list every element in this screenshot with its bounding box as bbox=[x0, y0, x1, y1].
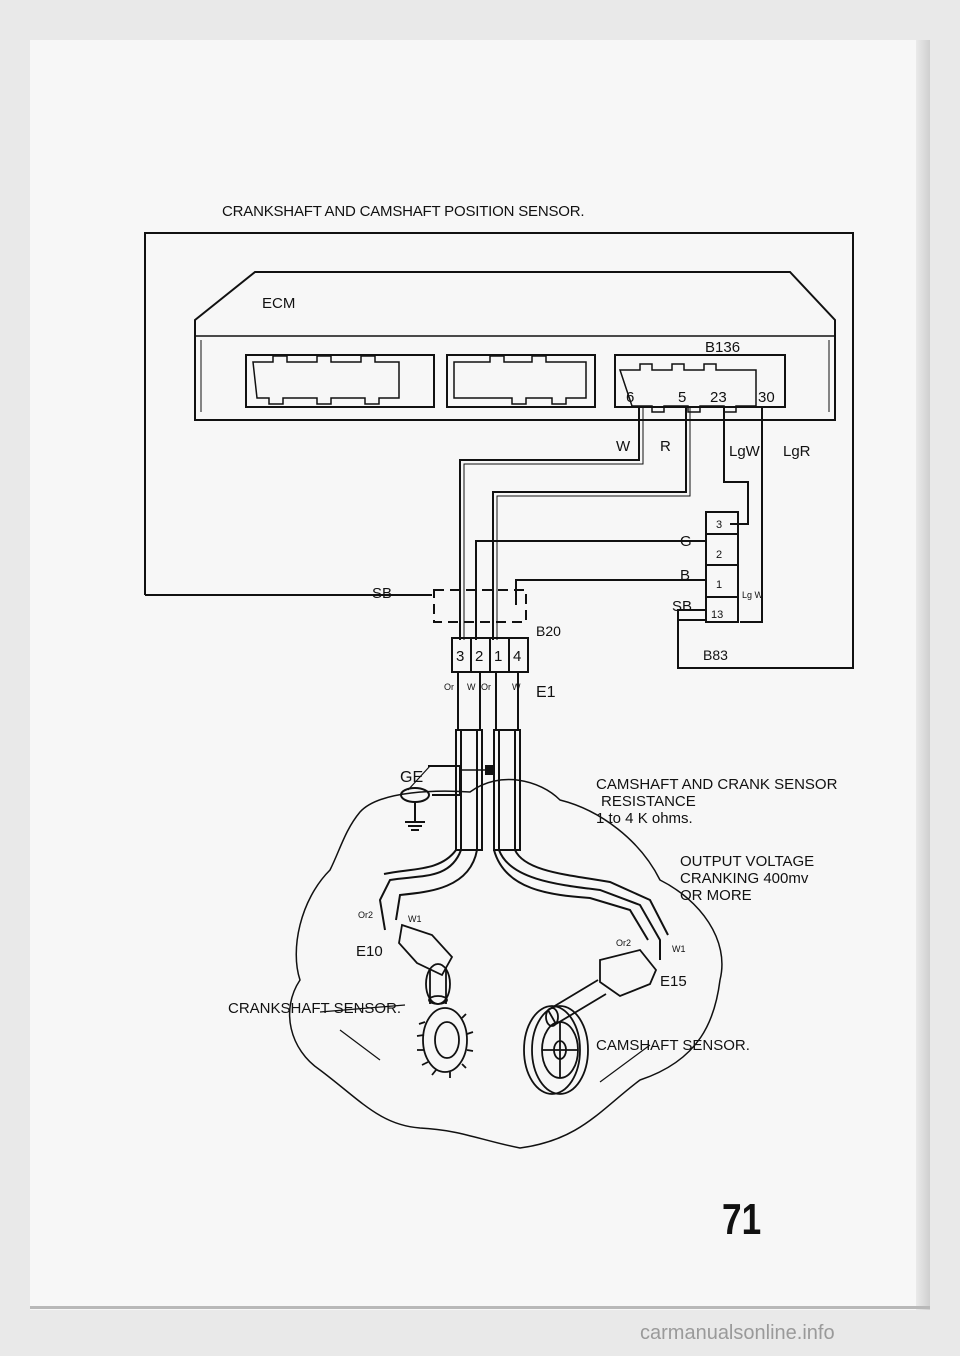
wire-lgw bbox=[723, 406, 749, 525]
resistance-note-line2: RESISTANCE bbox=[601, 793, 696, 810]
ground-wire-ge bbox=[428, 765, 461, 796]
wire-sb-right bbox=[677, 609, 706, 620]
b83-pin-3: 3 bbox=[716, 519, 722, 531]
crankshaft-gear bbox=[416, 1007, 474, 1078]
e1-wire-or-2: Or bbox=[481, 682, 491, 692]
b20-pin-2: 2 bbox=[475, 648, 483, 665]
connector-b83 bbox=[705, 511, 739, 623]
b83-label: B83 bbox=[703, 647, 728, 663]
ge-label: GE bbox=[400, 769, 423, 786]
output-note-line2: CRANKING 400mv bbox=[680, 870, 809, 887]
wire-label-g: G bbox=[680, 533, 692, 550]
e15-label: E15 bbox=[660, 973, 687, 990]
camshaft-gear bbox=[523, 1005, 589, 1095]
b20-label: B20 bbox=[536, 623, 561, 639]
b83-pin-1: 1 bbox=[716, 579, 722, 591]
page-number: 71 bbox=[722, 1195, 762, 1244]
b20-pin-4: 4 bbox=[513, 648, 521, 665]
pin-30: 30 bbox=[758, 389, 775, 406]
crankshaft-sensor-label: CRANKSHAFT SENSOR. bbox=[228, 1000, 401, 1017]
output-note-line3: OR MORE bbox=[680, 887, 752, 904]
wire-label-w: W bbox=[616, 438, 631, 455]
watermark: carmanualsonline.info bbox=[640, 1322, 835, 1344]
e1-wire-w-2: W bbox=[512, 682, 521, 692]
e10-label: E10 bbox=[356, 943, 383, 960]
b83-pin-2: 2 bbox=[716, 549, 722, 561]
b20-pin-3: 3 bbox=[456, 648, 464, 665]
ground-terminal bbox=[400, 787, 430, 803]
wire-r bbox=[492, 406, 687, 640]
engine-outline bbox=[288, 778, 723, 1149]
ecm-connector-2 bbox=[446, 354, 596, 408]
crank-wire-or2: Or2 bbox=[358, 910, 373, 920]
wire-label-sb-right: SB bbox=[672, 598, 692, 615]
shielded-cable-crank bbox=[455, 672, 483, 851]
connector-b20-shield bbox=[433, 589, 527, 623]
ecm-housing bbox=[194, 271, 836, 421]
wire-w-inner bbox=[463, 406, 644, 640]
shielded-cable-cam bbox=[493, 672, 521, 851]
wire-label-r: R bbox=[660, 438, 671, 455]
page-bottom-edge bbox=[30, 1306, 930, 1309]
ecm-connector-1 bbox=[245, 354, 435, 408]
pin-23: 23 bbox=[710, 389, 727, 406]
wire-b bbox=[515, 579, 706, 605]
cam-wire-w1: W1 bbox=[672, 944, 686, 954]
wire-label-lgw: LgW bbox=[729, 443, 761, 460]
ecm-label: ECM bbox=[262, 295, 295, 312]
b20-pin-1: 1 bbox=[494, 648, 502, 665]
wire-label-lg-w-small: Lg W bbox=[742, 590, 764, 600]
pin-5: 5 bbox=[678, 389, 686, 406]
resistance-note: CAMSHAFT AND CRANK SENSOR RESISTANCE 1 t… bbox=[596, 776, 837, 827]
camshaft-sensor-label: CAMSHAFT SENSOR. bbox=[596, 1037, 750, 1054]
crank-wire-w1: W1 bbox=[408, 914, 422, 924]
diagram-title: CRANKSHAFT AND CAMSHAFT POSITION SENSOR. bbox=[222, 203, 585, 220]
wire-lgr bbox=[740, 406, 763, 623]
e1-label: E1 bbox=[536, 684, 556, 701]
output-note-line1: OUTPUT VOLTAGE bbox=[680, 853, 815, 870]
e1-wire-or-1: Or bbox=[444, 682, 454, 692]
resistance-note-line1: CAMSHAFT AND CRANK SENSOR bbox=[596, 776, 838, 793]
wire-label-lgr: LgR bbox=[783, 443, 811, 460]
crankshaft-sensor-e10 bbox=[398, 923, 454, 1005]
output-voltage-note: OUTPUT VOLTAGE CRANKING 400mv OR MORE bbox=[680, 853, 814, 904]
cam-harness bbox=[493, 849, 669, 960]
wire-label-sb-left: SB bbox=[372, 585, 392, 602]
camshaft-sensor-e15 bbox=[545, 948, 658, 1027]
wire-w bbox=[459, 406, 640, 640]
e1-wire-w-1: W bbox=[467, 682, 476, 692]
crank-harness bbox=[378, 849, 478, 931]
b83-pin-13: 13 bbox=[711, 609, 723, 621]
page-edge-shadow bbox=[916, 40, 930, 1310]
resistance-note-line3: 1 to 4 K ohms. bbox=[596, 810, 693, 827]
wire-label-b: B bbox=[680, 567, 690, 584]
pin-6: 6 bbox=[626, 389, 634, 406]
b136-label: B136 bbox=[705, 339, 740, 356]
wire-r-inner bbox=[496, 406, 691, 640]
wire-g bbox=[475, 540, 706, 640]
cam-wire-or2: Or2 bbox=[616, 938, 631, 948]
